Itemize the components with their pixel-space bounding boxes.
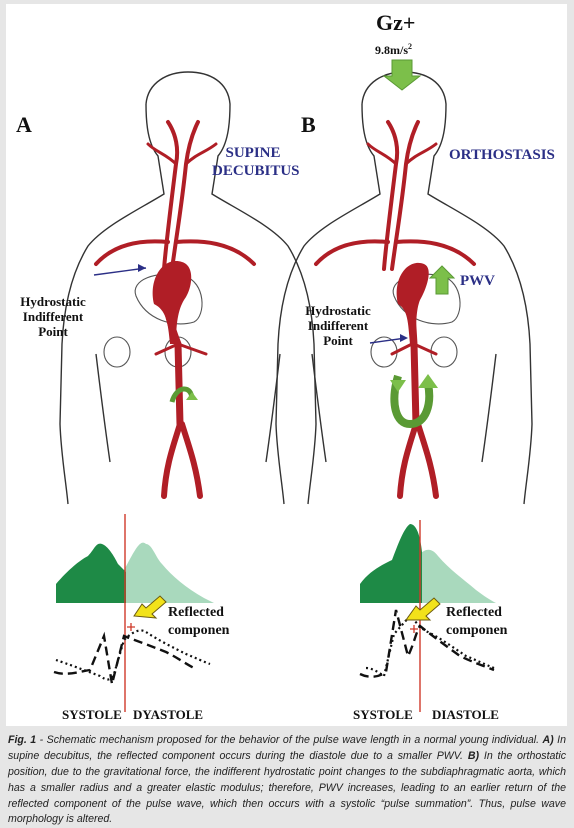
aortic-arch-b <box>396 262 429 344</box>
panel-b-reflected-label: Reflected componen <box>446 604 507 639</box>
caption-text-1: - Schematic mechanism proposed for the b… <box>36 734 543 746</box>
pwv-label: PWV <box>460 273 495 289</box>
panel-a-diastole-label: DYASTOLE <box>133 707 204 722</box>
hydrostatic-pointer-a <box>93 264 147 276</box>
caption-b-label: B) <box>467 749 480 762</box>
panel-b-hydrostatic-label: Hydrostatic Indifferent Point <box>300 303 376 349</box>
panel-a-title-line1: SUPINE <box>225 145 281 161</box>
panel-a-reflected-line2: componen <box>168 622 230 638</box>
caption-a-label: A) <box>542 734 554 746</box>
panel-b-hydrostatic-line3: Point <box>323 332 353 348</box>
panel-b-title: ORTHOSTASIS <box>449 147 555 163</box>
gravity-arrow <box>382 59 422 91</box>
panel-a-hydrostatic-label: Hydrostatic Indifferent Point <box>14 294 92 340</box>
aortic-arch-a <box>152 261 192 344</box>
panel-b-systole-label: SYSTOLE <box>353 707 413 722</box>
figure-drawing <box>53 59 533 712</box>
panel-a-title-line2: DECUBITUS <box>212 163 300 179</box>
reflected-arrow-b <box>405 597 441 621</box>
gravity-value-text: 9.8m/s <box>375 43 408 57</box>
panel-b-diastole-label: DIASTOLE <box>432 707 499 722</box>
gravity-value: 9.8m/s2 <box>375 42 412 57</box>
reflection-arrow-a <box>169 386 198 403</box>
panel-b-reflected-line1: Reflected <box>446 605 502 620</box>
panel-a-hydrostatic-line1: Hydrostatic <box>20 294 86 309</box>
panel-a-title: SUPINE DECUBITUS <box>212 145 300 179</box>
figure-panel: A SUPINE DECUBITUS Hydrostatic Indiffere… <box>6 4 567 726</box>
figure-caption: Fig. 1 - Schematic mechanism proposed fo… <box>8 733 566 828</box>
reflection-marker-b <box>410 625 418 633</box>
pulse-chart-a <box>53 514 214 712</box>
diastolic-wave-a <box>124 542 214 603</box>
pulse-chart-b <box>359 520 496 712</box>
panel-a-systole-label: SYSTOLE <box>62 707 122 722</box>
hydrostatic-pointer-b <box>369 334 408 344</box>
caption-text-3: In the orthostatic position, due to the … <box>8 749 566 826</box>
panel-b-hydrostatic-line1: Hydrostatic <box>305 303 371 318</box>
gravity-value-exponent: 2 <box>408 42 412 51</box>
pwv-arrow-b <box>428 265 456 295</box>
caption-text-2: In supine decubitus, the reflected compo… <box>8 734 566 762</box>
panel-b-reflected-line2: componen <box>446 622 508 638</box>
panel-a-hydrostatic-line2: Indifferent <box>22 308 84 324</box>
panel-a-letter: A <box>16 112 32 137</box>
reflection-marker-a <box>127 623 135 631</box>
systolic-wave-a <box>56 543 126 603</box>
panel-a-reflected-label: Reflected componen <box>168 604 229 639</box>
arterial-tree-a <box>94 120 256 499</box>
panel-b-letter: B <box>301 112 316 137</box>
reflected-wave-b <box>365 614 495 678</box>
incident-wave-a <box>53 631 195 685</box>
panel-a-hydrostatic-line3: Point <box>38 323 68 339</box>
panel-b-hydrostatic-line2: Indifferent <box>307 317 369 333</box>
caption-fig-label: Fig. 1 <box>8 734 37 746</box>
systolic-wave-b <box>360 524 422 603</box>
reflection-arrow-b <box>390 374 438 429</box>
gravity-label: Gz+ <box>376 10 416 35</box>
reflected-arrow-a <box>133 595 167 619</box>
panel-a-reflected-line1: Reflected <box>168 605 224 620</box>
diastolic-wave-b <box>420 549 496 603</box>
